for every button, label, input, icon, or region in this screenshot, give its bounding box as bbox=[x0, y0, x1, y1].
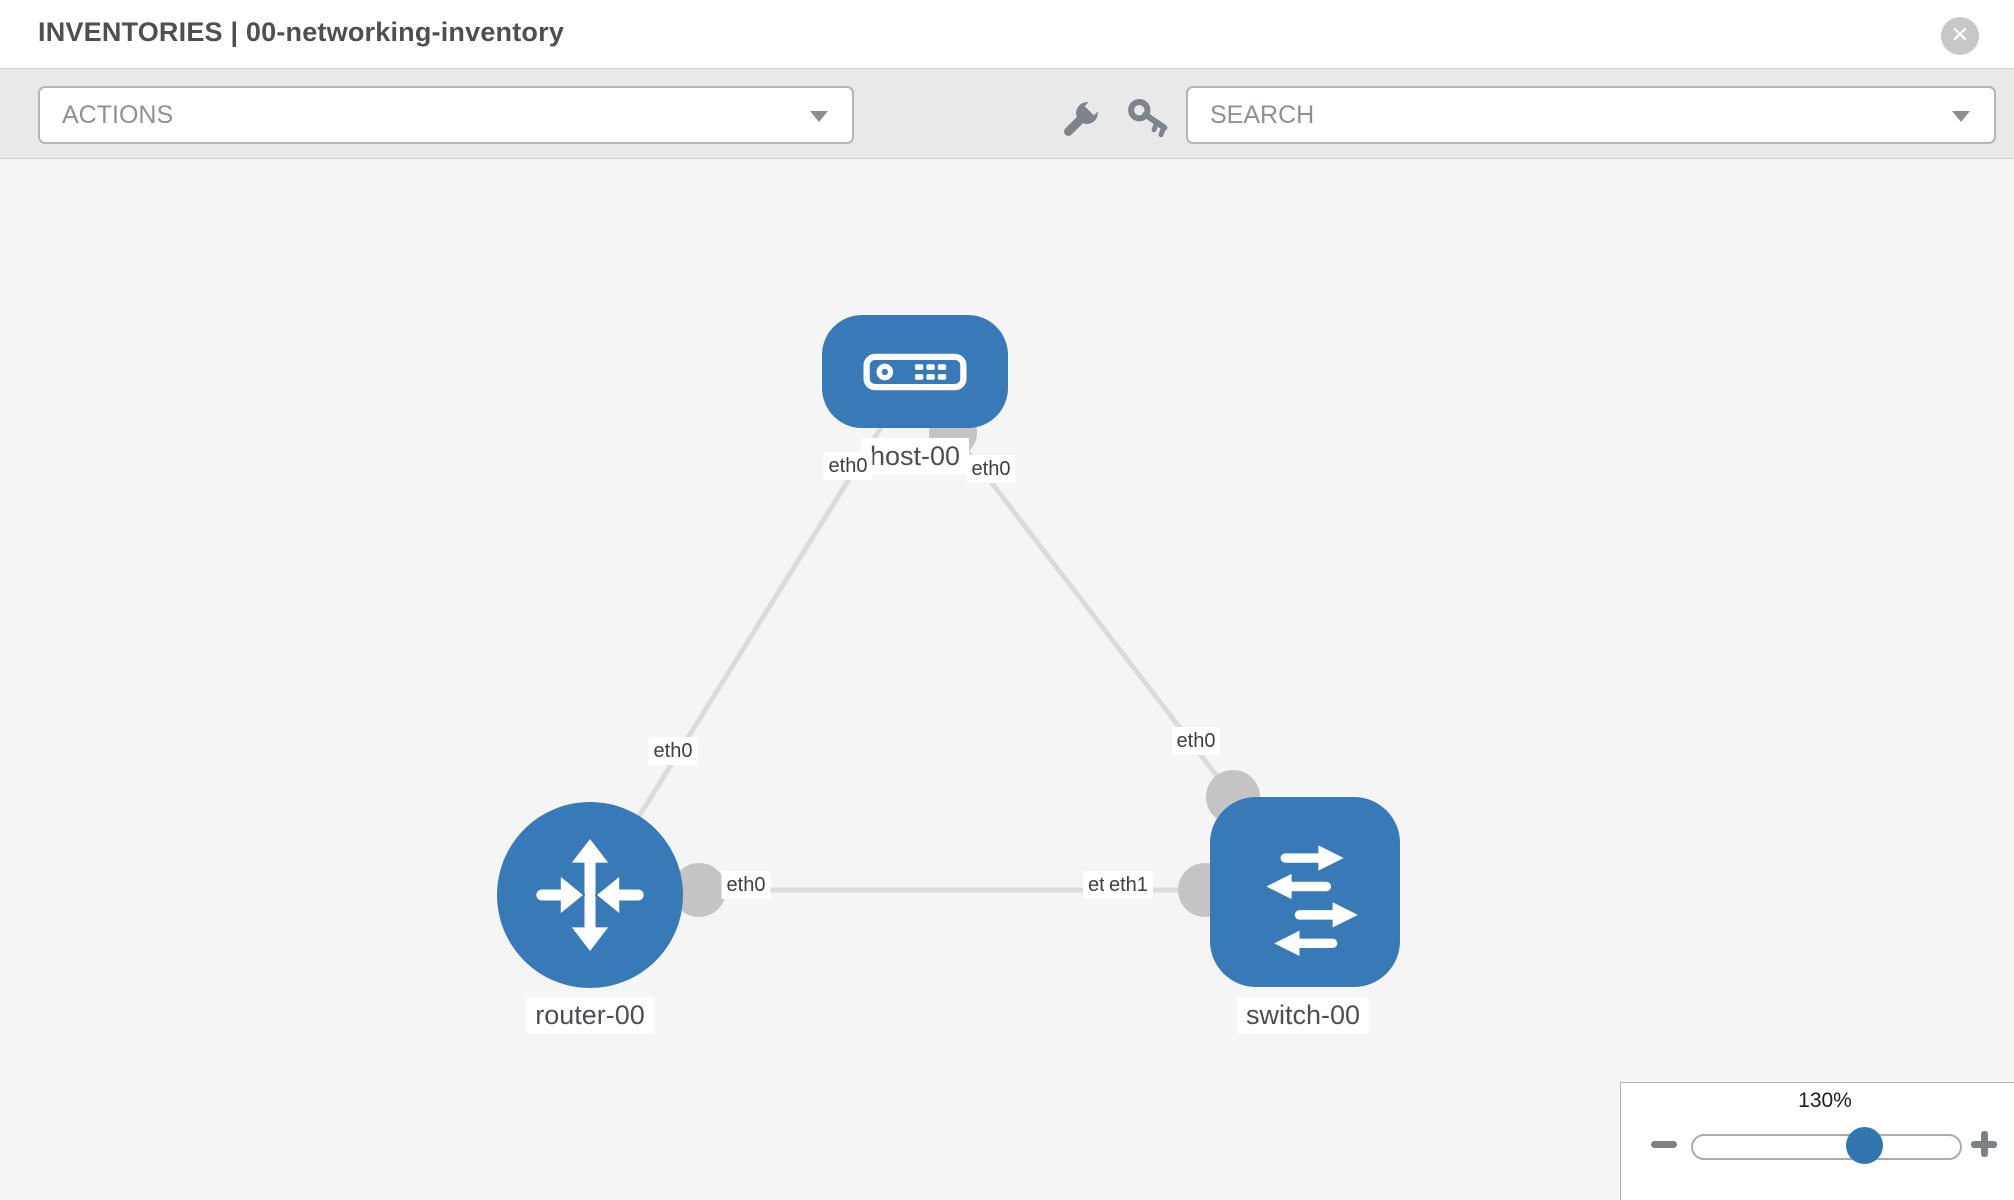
search-dropdown[interactable]: SEARCH bbox=[1186, 86, 1996, 144]
configure-tools-button[interactable] bbox=[1056, 96, 1104, 144]
zoom-slider-track[interactable] bbox=[1691, 1134, 1962, 1160]
node-label-host: host-00 bbox=[860, 438, 970, 476]
header: INVENTORIES | 00-networking-inventory ✕ bbox=[0, 0, 2014, 69]
credentials-key-button[interactable] bbox=[1124, 96, 1172, 144]
close-icon: ✕ bbox=[1950, 22, 1970, 47]
iface-label-switch-eth0-top: eth0 bbox=[1171, 727, 1221, 755]
search-dropdown-value: SEARCH bbox=[1210, 101, 1315, 129]
iface-label-router-eth0-side: eth0 bbox=[721, 871, 771, 899]
iface-label-router-eth0: eth0 bbox=[648, 737, 698, 765]
chevron-down-icon bbox=[810, 111, 828, 122]
toolbar: ACTIONS SEARCH bbox=[0, 69, 2014, 159]
iface-label-host-eth0-left: eth0 bbox=[823, 452, 873, 480]
node-label-switch: switch-00 bbox=[1236, 997, 1370, 1035]
iface-label-host-eth0-right: eth0 bbox=[966, 455, 1016, 483]
node-router-00[interactable] bbox=[497, 802, 683, 988]
router-icon bbox=[536, 838, 644, 952]
plus-icon-bar bbox=[1980, 1131, 1988, 1157]
close-button[interactable]: ✕ bbox=[1941, 17, 1979, 55]
zoom-out-minus-icon[interactable] bbox=[1651, 1141, 1677, 1148]
page-title: INVENTORIES | 00-networking-inventory bbox=[38, 17, 565, 47]
chevron-down-icon bbox=[1952, 111, 1970, 122]
actions-dropdown[interactable]: ACTIONS bbox=[38, 86, 854, 144]
zoom-control-panel: 130% bbox=[1620, 1082, 2014, 1200]
iface-label-switch-eth1-side: eth1 bbox=[1104, 871, 1153, 899]
zoom-slider-thumb[interactable] bbox=[1846, 1127, 1883, 1164]
zoom-percentage: 130% bbox=[1798, 1089, 1852, 1112]
actions-dropdown-value: ACTIONS bbox=[62, 101, 174, 129]
key-icon bbox=[1128, 99, 1168, 138]
switch-icon bbox=[1266, 845, 1358, 956]
host-icon bbox=[863, 353, 967, 390]
node-label-router: router-00 bbox=[526, 997, 654, 1035]
node-switch-00[interactable] bbox=[1210, 797, 1400, 987]
topology-canvas[interactable] bbox=[0, 159, 2014, 1200]
node-host-00[interactable] bbox=[822, 315, 1008, 428]
zoom-in-plus-icon[interactable] bbox=[1971, 1131, 1997, 1157]
wrench-icon bbox=[1064, 96, 1104, 136]
